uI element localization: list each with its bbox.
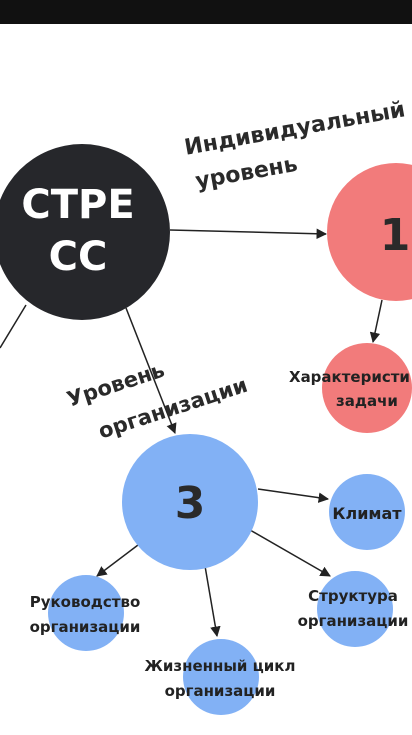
structure-line2: организации: [298, 612, 409, 630]
stress-node-line2: СС: [49, 234, 108, 280]
organization-level-label: Уровень организации: [64, 358, 250, 444]
organization-level-number: 3: [175, 478, 206, 529]
lifecycle-line2: организации: [165, 682, 276, 700]
leadership-line2: организации: [30, 618, 141, 636]
task-characteristics-line1: Характеристи: [289, 368, 410, 386]
structure-node[interactable]: [317, 571, 393, 647]
edge-stress-to-organization: [125, 307, 177, 434]
edge-org-to-structure: [249, 529, 331, 577]
edge-stress-to-individual: [169, 228, 328, 240]
individual-level-node[interactable]: [327, 163, 412, 301]
edge-org-to-climate: [257, 488, 330, 503]
mind-map-diagram: СТРЕ СС Индивидуальный уровень 1 Характе…: [0, 97, 412, 715]
individual-level-number: 1: [380, 210, 411, 261]
edge-org-to-lifecycle: [204, 565, 221, 638]
leadership-node[interactable]: [48, 575, 124, 651]
stress-node-line1: СТРЕ: [21, 182, 134, 228]
task-characteristics-line2: задачи: [336, 392, 398, 410]
structure-line1: Структура: [308, 587, 398, 605]
organization-level-node[interactable]: [122, 434, 258, 570]
lifecycle-node[interactable]: [183, 639, 259, 715]
edge-individual-to-task: [369, 299, 383, 344]
mind-map-canvas: СТРЕ СС Индивидуальный уровень 1 Характе…: [0, 24, 412, 731]
edge-org-to-leadership: [96, 544, 139, 577]
individual-level-label-line2: уровень: [194, 152, 300, 195]
task-characteristics-node[interactable]: [322, 343, 412, 433]
climate-node[interactable]: [329, 474, 405, 550]
top-bar: [0, 0, 412, 24]
edge-stress-offscreen: [0, 304, 27, 349]
climate-label: Климат: [332, 504, 402, 523]
leadership-line1: Руководство: [30, 593, 141, 611]
stress-node[interactable]: [0, 144, 170, 320]
lifecycle-line1: Жизненный цикл: [145, 657, 296, 675]
